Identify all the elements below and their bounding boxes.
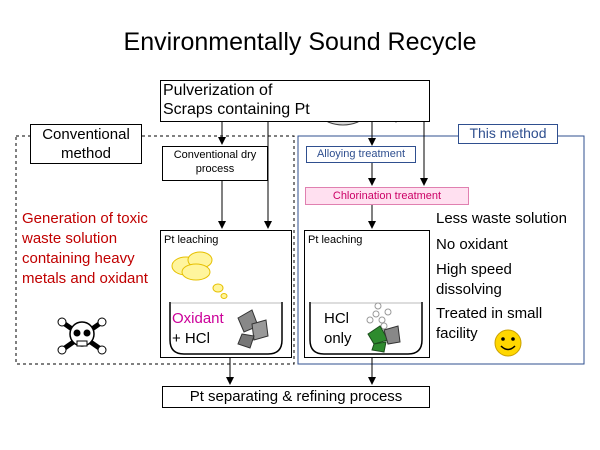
- pt-leaching-left-box: [160, 230, 292, 358]
- conventional-frame: [15, 135, 295, 365]
- final-process-box: [162, 386, 430, 408]
- benefit-1: Less waste solution: [436, 210, 567, 227]
- conventional-label-line2: method: [60, 145, 112, 162]
- benefit-5: Treated in small: [436, 305, 543, 322]
- benefit-6: facility: [436, 325, 478, 342]
- bubbles-icon: [366, 302, 392, 330]
- chlorination-box: [305, 187, 469, 205]
- final-process-text: Pt separating & refining process: [189, 388, 403, 405]
- hcl-label-right: HCl: [324, 310, 349, 327]
- toxic-gas-cloud-icon: [171, 251, 228, 299]
- oxidant-label: Oxidant: [172, 310, 224, 327]
- pulverization-line1: Pulverization of: [163, 82, 273, 99]
- skull-crossbones-icon: [57, 317, 107, 355]
- pulverization-line2: Scraps containing Pt: [163, 101, 310, 118]
- alloying-box: [306, 146, 416, 163]
- pt-leaching-right-box: [304, 230, 430, 358]
- conventional-label-line1: Conventional: [42, 126, 130, 143]
- dry-process-line2: process: [195, 163, 235, 175]
- dry-process-line1: Conventional dry: [173, 149, 257, 161]
- beaker-left: [169, 302, 283, 355]
- page-title: Environmentally Sound Recycle: [123, 28, 477, 56]
- only-label: only: [324, 330, 352, 347]
- left-beaker-scraps-icon: [237, 309, 269, 349]
- issue-line-1: Generation of toxic: [22, 210, 148, 227]
- pt-leaching-right-label: Pt leaching: [308, 234, 363, 246]
- hcl-label-left: + HCl: [172, 330, 210, 347]
- chlorination-text: Chlorination treatment: [332, 190, 442, 202]
- benefit-2: No oxidant: [436, 236, 508, 253]
- this-method-frame: [297, 135, 585, 365]
- issue-line-2: waste solution: [22, 230, 118, 247]
- pt-leaching-left-label: Pt leaching: [164, 234, 219, 246]
- this-method-label: [458, 124, 558, 144]
- conventional-method-label: [30, 124, 142, 164]
- issue-line-3: containing heavy: [22, 250, 135, 267]
- benefit-4: dissolving: [436, 281, 502, 298]
- this-method-label-text: This method: [469, 125, 547, 141]
- beaker-right: [309, 302, 423, 355]
- smiley-icon: [494, 329, 522, 357]
- alloying-text: Alloying treatment: [316, 148, 406, 160]
- pulverization-box: [160, 80, 430, 122]
- right-beaker-scraps-icon: [367, 325, 401, 353]
- dry-process-box: [162, 146, 268, 181]
- issue-line-4: metals and oxidant: [22, 270, 148, 287]
- benefit-3: High speed: [436, 261, 512, 278]
